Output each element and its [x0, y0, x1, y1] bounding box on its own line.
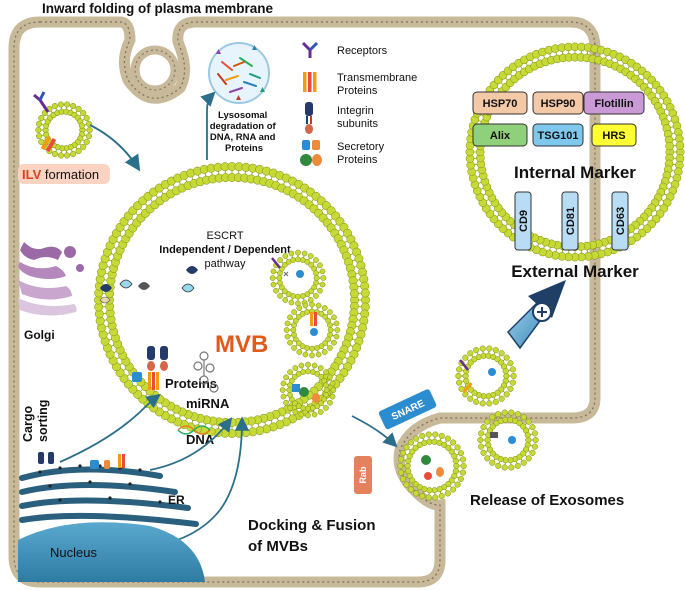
nucleus-label: Nucleus: [50, 545, 97, 560]
ilv-formation-label: ILV formation: [22, 167, 99, 182]
escrt-pathway-label: pathway: [205, 258, 246, 270]
golgi-label: Golgi: [24, 328, 55, 342]
external-marker-label: External Marker: [511, 262, 639, 281]
mvb-label: MVB: [215, 331, 268, 358]
magnifier-icon: [507, 280, 566, 350]
external-marker-tag: [514, 191, 532, 251]
docking-mvb-cargo: [421, 455, 444, 480]
internal-marker-box: [472, 123, 528, 147]
internal-marker-label: HSP90: [541, 98, 576, 110]
proteins-label: Proteins: [165, 376, 217, 391]
internal-marker-box: [472, 91, 528, 115]
receptor-icon: [33, 91, 57, 153]
ilv-formation-highlight: [18, 164, 110, 184]
diagram-title: Inward folding of plasma membrane: [42, 1, 274, 16]
release-label: Release of Exosomes: [470, 492, 624, 509]
lysosome-label: Lysosomal degradation of DNA, RNA and Pr…: [210, 110, 279, 154]
released-exosome-2: [477, 409, 539, 471]
exosome-cargo: [459, 359, 516, 444]
legend-transmembrane-label: Transmembrane Proteins: [337, 72, 420, 97]
golgi-apparatus: [18, 242, 84, 316]
secretory-legend-icon: [300, 140, 322, 166]
internal-marker-label: Internal Marker: [514, 163, 636, 182]
docking-label: Docking & Fusion of MVBs: [248, 517, 380, 555]
arrow-ilv-to-mvb: [89, 124, 141, 172]
er-label: ER: [168, 493, 185, 507]
internal-marker-box: [583, 91, 645, 115]
receptor-legend-icon: [301, 41, 319, 58]
legend: Receptors Transmembrane Proteins Integri…: [300, 41, 420, 166]
endoplasmic-reticulum: [19, 466, 199, 527]
arrow-cargo-to-proteins: [59, 393, 161, 463]
internal-marker-box: [532, 123, 584, 147]
internal-marker-box: [591, 123, 637, 147]
docking-mvb: [397, 431, 467, 501]
external-marker-label: CD63: [615, 207, 627, 235]
internal-marker-label: HSP70: [483, 98, 518, 110]
internal-marker-box: [532, 91, 584, 115]
proteins-icon-group: [132, 346, 168, 390]
mirna-icon: [193, 351, 219, 393]
er-ribosomes: [38, 464, 162, 504]
ilv-inside-1: [269, 249, 327, 307]
mirna-label: miRNA: [186, 396, 230, 411]
internal-marker-label: Alix: [490, 130, 511, 142]
arrow-er-to-mvb: [149, 417, 233, 471]
legend-integrin-label: Integrin subunits: [337, 105, 378, 130]
lysosome: [208, 42, 270, 104]
ilv-vesicle: [35, 101, 93, 159]
integrin-legend-icon: [305, 102, 313, 134]
mvb-budding-cargo: [99, 266, 198, 304]
external-marker-tag: [561, 191, 579, 251]
dna-label: DNA: [186, 432, 215, 447]
legend-receptors-label: Receptors: [337, 45, 388, 57]
escrt-label: ESCRT: [206, 230, 243, 242]
internal-marker-label: Flotillin: [594, 98, 633, 110]
ilv-inside-2: [283, 301, 341, 359]
ilv-cargo: [271, 257, 320, 403]
external-marker-tag: [611, 191, 629, 251]
inward-fold-vesicle: [130, 45, 180, 95]
legend-secretory-label: Secretory Proteins: [337, 141, 387, 166]
cargo-sorting-label: Cargo sorting: [21, 400, 50, 442]
er-cargo-proteins: [38, 452, 125, 469]
arrow-mvb-to-membrane: [351, 415, 398, 448]
internal-marker-label: HRS: [602, 130, 625, 142]
nucleus: [18, 522, 205, 582]
released-exosome-1: [455, 345, 517, 407]
dna-icon: [177, 425, 211, 435]
external-marker-label: CD9: [518, 210, 530, 232]
transmembrane-legend-icon: [303, 72, 317, 92]
escrt-pathway-type-label: Independent / Dependent: [159, 244, 291, 256]
rab-label: Rab: [358, 466, 368, 484]
internal-marker-label: TSG101: [538, 130, 579, 142]
arrow-mvb-to-lysosome: [200, 91, 216, 160]
external-markers: CD9 CD81 CD63: [514, 191, 629, 251]
rab-tag: Rab: [354, 456, 372, 494]
ilv-inside-3: [279, 361, 337, 419]
external-marker-label: CD81: [565, 207, 577, 235]
plasma-membrane: [8, 16, 601, 588]
